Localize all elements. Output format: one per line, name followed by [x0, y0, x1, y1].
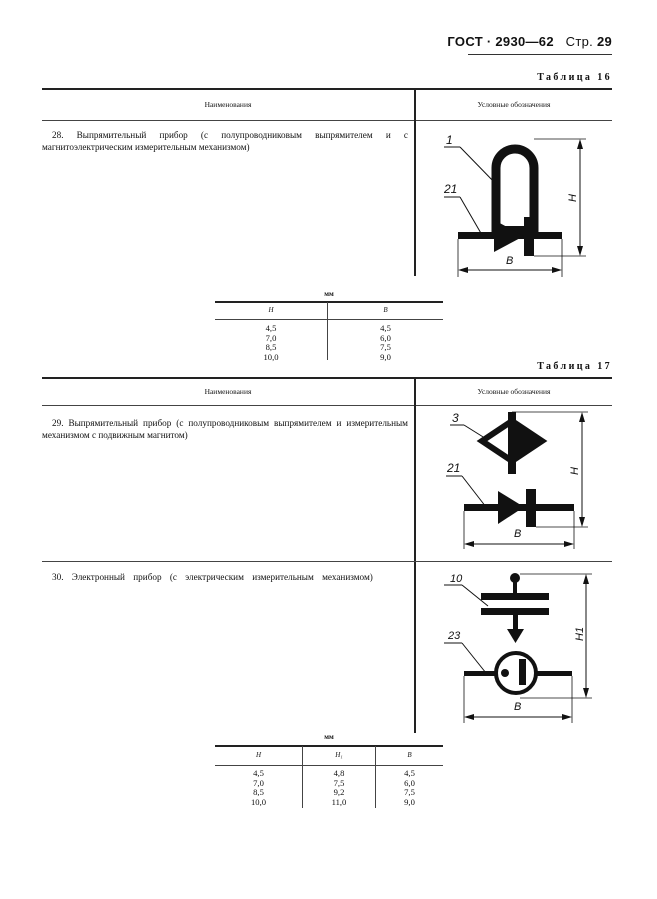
table-row: 9,2 — [333, 787, 345, 798]
table-row: 4,5 — [265, 323, 277, 333]
table-row: 7,0 — [265, 332, 277, 343]
dim16-col-H-values: 4,5 7,0 8,5 10,0 — [215, 323, 327, 362]
diode-icon — [464, 489, 574, 527]
dim-H: H — [569, 467, 581, 475]
table-row: 9,0 — [404, 796, 415, 807]
table-row: 7,5 — [380, 342, 391, 353]
dim16-col-H: H — [268, 306, 274, 314]
dim17-divider-2 — [375, 746, 376, 808]
label-1: 1 — [446, 133, 453, 147]
label-21: 21 — [446, 461, 460, 475]
page-number: 29 — [596, 34, 612, 49]
label-3: 3 — [452, 411, 459, 425]
table-16-row-28-description: 28. Выпрямительный прибор (с полупроводн… — [42, 130, 408, 152]
table-16-unit: мм — [324, 290, 334, 298]
table-row: 10,0 — [250, 796, 267, 807]
standard-number: ГОСТ · 2930—62 — [447, 34, 554, 49]
table-17-row-border — [42, 561, 612, 562]
page-label: Стр. — [565, 34, 594, 49]
dim17-header-border — [215, 765, 443, 766]
dim17-top-border — [215, 745, 443, 747]
electrostatic-mechanism-icon — [481, 573, 549, 643]
table-17-row-29-description: 29. Выпрямительный прибор (с полупроводн… — [42, 418, 408, 440]
dim-B: B — [514, 701, 521, 713]
label-23: 23 — [447, 630, 461, 642]
table-row: 10,0 — [263, 351, 279, 362]
table-row: 8,5 — [253, 787, 264, 798]
table-16-col-symbol: Условные обозначения — [477, 100, 551, 109]
table-16-col-name: Наименования — [204, 100, 252, 109]
table-16-header-border — [42, 120, 612, 121]
dim16-divider — [327, 302, 328, 360]
table-row: 4,8 — [333, 768, 345, 778]
dim17-col-B-values: 4,5 6,0 7,5 9,0 — [376, 768, 443, 807]
table-16-column-divider — [414, 88, 416, 276]
dim-B: B — [514, 528, 521, 540]
dim17-col-H-values: 4,5 7,0 8,5 10,0 — [215, 768, 302, 807]
table-row: 9,0 — [380, 351, 391, 362]
table-row: 4,5 — [404, 768, 415, 778]
dim16-top-border — [215, 301, 443, 303]
table-17-caption: Таблица 17 — [537, 361, 612, 372]
symbol-30-diagram: 10 23 H1 B — [444, 573, 592, 723]
dim17-col-H: H — [255, 751, 262, 759]
symbol-29-diagram: 3 21 H B — [446, 411, 588, 549]
label-10: 10 — [450, 573, 463, 585]
table-row: 11,0 — [331, 796, 347, 807]
moving-magnet-icon — [476, 412, 548, 474]
header-underline — [468, 54, 612, 55]
dim-H: H — [567, 194, 579, 202]
dim17-col-B: B — [407, 751, 412, 759]
dim-B: B — [506, 255, 513, 267]
table-17-header-border — [42, 405, 612, 406]
table-row: 7,0 — [253, 777, 264, 788]
page-header: ГОСТ · 2930—62 Стр. 29 — [447, 34, 612, 49]
table-16-top-border — [42, 88, 612, 90]
dim17-col-H1: H₁ — [335, 751, 343, 759]
magnet-icon — [491, 144, 539, 234]
table-row: 7,5 — [333, 777, 345, 788]
dim17-divider-1 — [302, 746, 303, 808]
table-row: 6,0 — [404, 777, 415, 788]
table-17-col-name: Наименования — [204, 387, 252, 396]
table-16-caption: Таблица 16 — [537, 72, 612, 83]
dim16-col-B: B — [383, 306, 388, 314]
table-17-column-divider — [414, 377, 416, 733]
dim16-header-border — [215, 319, 443, 320]
table-row: 7,5 — [404, 787, 415, 798]
label-21: 21 — [443, 182, 457, 196]
table-row: 4,5 — [253, 768, 264, 778]
diode-icon — [458, 217, 562, 256]
table-17-top-border — [42, 377, 612, 379]
dim16-col-B-values: 4,5 6,0 7,5 9,0 — [328, 323, 443, 362]
table-17-unit: мм — [324, 733, 334, 741]
dim17-col-H1-values: 4,8 7,5 9,2 11,0 — [303, 768, 375, 807]
table-row: 6,0 — [380, 332, 391, 343]
dim-H1: H1 — [574, 627, 586, 641]
electron-tube-icon — [464, 651, 572, 695]
table-17-row-30-description: 30. Электронный прибор (с электрическим … — [52, 572, 373, 582]
symbol-28-diagram: 1 21 H B — [443, 133, 586, 277]
table-row: 4,5 — [380, 323, 391, 333]
table-row: 8,5 — [265, 342, 277, 353]
table-17-col-symbol: Условные обозначения — [477, 387, 551, 396]
